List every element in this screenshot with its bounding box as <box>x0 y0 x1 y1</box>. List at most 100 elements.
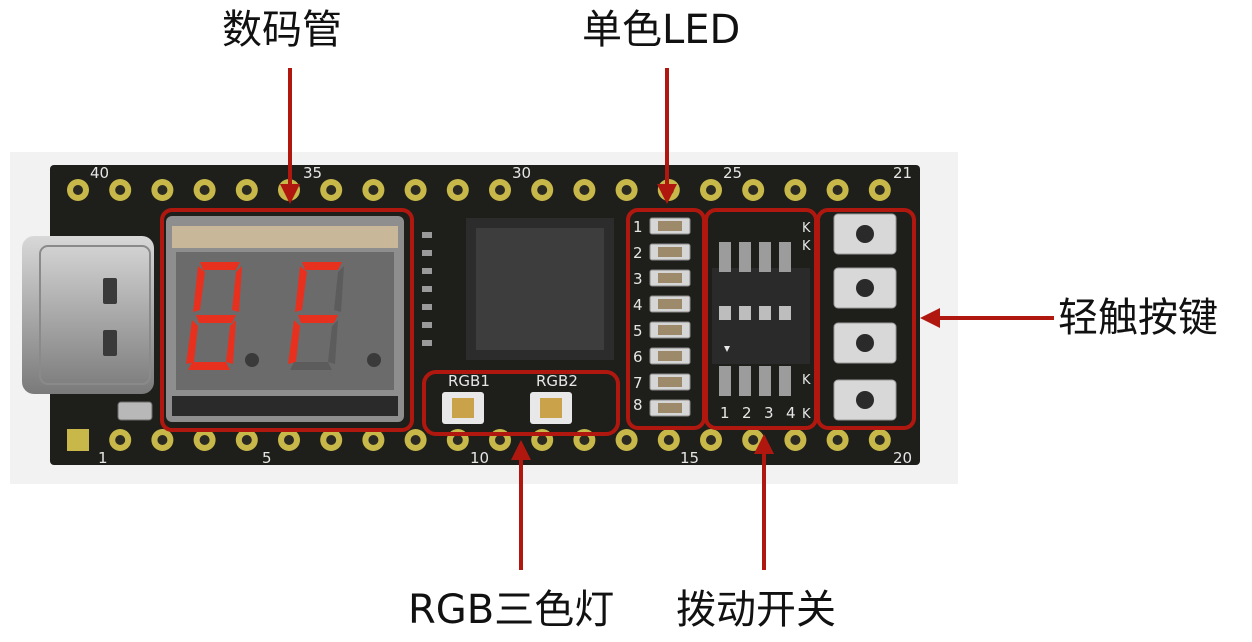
pin-hole <box>579 435 590 445</box>
pin-number-15: 15 <box>680 449 699 467</box>
pin-hole <box>621 185 632 195</box>
pin-number-35: 35 <box>303 164 322 182</box>
tactile-button-1 <box>833 213 897 255</box>
pin-hole <box>452 185 463 195</box>
single-led-lens <box>658 299 682 309</box>
pin-hole <box>748 435 759 445</box>
single-led-lens <box>658 377 682 387</box>
pin-hole <box>706 185 716 195</box>
pin-hole <box>495 435 505 445</box>
dip-number-3: 3 <box>764 404 774 422</box>
led-number-6: 6 <box>633 348 643 366</box>
pin-hole <box>452 435 463 445</box>
pin-hole <box>410 435 421 445</box>
led-number-4: 4 <box>633 296 643 314</box>
single-led-lens <box>658 403 682 413</box>
pin-hole <box>790 185 801 195</box>
pin-hole <box>284 435 294 445</box>
pin-hole <box>199 435 210 445</box>
rgb-label-2: RGB2 <box>536 372 578 390</box>
tactile-button-3 <box>833 322 897 364</box>
label-rgb-led: RGB三色灯 <box>408 587 615 633</box>
pin-hole <box>410 185 421 195</box>
crystal-component <box>117 401 153 421</box>
single-led-lens <box>658 325 682 335</box>
single-led-lens <box>658 247 682 257</box>
seven-segment-display <box>166 216 404 422</box>
pin-hole <box>832 185 843 195</box>
pin-hole <box>326 435 337 445</box>
pin-number-20: 20 <box>893 449 912 467</box>
highlight-tactile-buttons <box>816 208 916 430</box>
pin-hole <box>621 435 632 445</box>
pin-hole <box>73 185 83 195</box>
pin-number-30: 30 <box>512 164 531 182</box>
pin-hole <box>832 435 843 445</box>
tactile-button-2 <box>833 267 897 309</box>
pin-hole <box>874 435 885 445</box>
single-led-lens <box>658 221 682 231</box>
pin-hole <box>495 185 505 195</box>
pin-hole <box>157 185 168 195</box>
single-led-lens <box>658 273 682 283</box>
highlight-seven-segment <box>160 208 414 432</box>
pin-hole <box>748 185 759 195</box>
pin-number-5: 5 <box>262 449 272 467</box>
dip-k-label-4: K <box>802 407 811 422</box>
dip-number-2: 2 <box>742 404 752 422</box>
rgb-led-2: RGB2 <box>530 372 578 424</box>
dip-switch <box>712 242 810 396</box>
rgb-led-1: RGB1 <box>442 372 490 424</box>
led-number-2: 2 <box>633 244 643 262</box>
pin-hole <box>115 435 126 445</box>
label-single-led: 单色LED <box>582 7 741 53</box>
pin-hole <box>326 185 337 195</box>
pin-hole <box>199 185 210 195</box>
pin-hole <box>579 185 590 195</box>
label-tactile-buttons: 轻触按键 <box>1058 295 1218 341</box>
pin-hole <box>874 185 885 195</box>
highlight-boxes <box>160 208 916 436</box>
pin-number-40: 40 <box>90 164 109 182</box>
pin-hole <box>706 435 716 445</box>
pin-hole <box>115 185 126 195</box>
tactile-buttons <box>833 213 897 421</box>
dip-number-1: 1 <box>720 404 730 422</box>
pin-hole <box>241 435 252 445</box>
pin-hole <box>368 185 379 195</box>
pin-hole <box>537 435 548 445</box>
digit-1 <box>186 262 259 370</box>
usb-c-connector <box>22 236 154 394</box>
led-number-5: 5 <box>633 322 643 340</box>
led-number-3: 3 <box>633 270 643 288</box>
pin-number-25: 25 <box>723 164 742 182</box>
led-number-7: 7 <box>633 374 643 392</box>
rgb-label-1: RGB1 <box>448 372 490 390</box>
highlight-rgb-led <box>422 370 620 436</box>
pin-hole <box>368 435 379 445</box>
digit-2 <box>288 262 381 370</box>
label-dip-switch: 拨动开关 <box>676 587 836 633</box>
dip-number-4: 4 <box>786 404 796 422</box>
pin-1-square-pad <box>67 429 89 451</box>
pin-number-10: 10 <box>470 449 489 467</box>
pin-number-1: 1 <box>98 449 108 467</box>
passive-components <box>422 232 432 346</box>
main-chip <box>466 218 614 360</box>
single-led-lens <box>658 351 682 361</box>
pin-hole <box>241 185 252 195</box>
dip-k-label-2: K <box>802 239 811 254</box>
pin-hole <box>537 185 548 195</box>
label-seven-segment: 数码管 <box>222 7 342 53</box>
pin-hole <box>157 435 168 445</box>
pin-hole <box>790 435 801 445</box>
led-number-8: 8 <box>633 396 643 414</box>
pin-hole <box>663 435 674 445</box>
single-led-column <box>649 217 691 417</box>
tactile-button-4 <box>833 379 897 421</box>
led-number-1: 1 <box>633 218 643 236</box>
dip-k-label-3: K <box>802 373 811 388</box>
pin-number-21: 21 <box>893 164 912 182</box>
dip-k-label-1: K <box>802 221 811 236</box>
